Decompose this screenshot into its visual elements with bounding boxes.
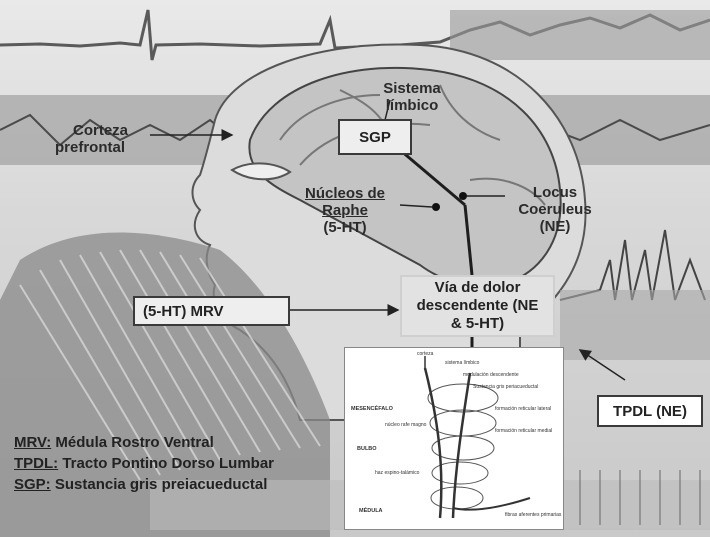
inset-label-modulacion: modulación descendente xyxy=(463,372,519,378)
legend-row-tpdl: TPDL: Tracto Pontino Dorso Lumbar xyxy=(14,453,274,474)
raphe-nucleus-dot xyxy=(432,203,440,211)
mrv-box: (5-HT) MRV xyxy=(133,296,290,326)
legend-row-sgp: SGP: Sustancia gris preiacueductal xyxy=(14,474,274,495)
inset-drawing xyxy=(345,348,563,529)
corteza-prefrontal-label: Corteza prefrontal xyxy=(55,122,155,156)
eeg-band-top xyxy=(450,10,710,60)
inset-label-bulbo: BULBO xyxy=(357,446,377,452)
abbreviation-legend: MRV: Médula Rostro Ventral TPDL: Tracto … xyxy=(14,432,274,495)
eeg-band-right xyxy=(560,290,710,360)
via-dolor-descendente-box: Vía de dolor descendente (NE & 5-HT) xyxy=(400,275,555,337)
sgp-box: SGP xyxy=(338,119,412,155)
inset-label-sustancia-gris: Sustancia gris periacueductal xyxy=(473,384,538,390)
inset-label-mesencefalo: MESENCÉFALO xyxy=(351,406,393,412)
locus-coeruleus-dot xyxy=(459,192,467,200)
inset-label-formacion-medial: formación reticular medial xyxy=(495,428,552,434)
locus-coeruleus-label: Locus Coeruleus (NE) xyxy=(500,184,610,235)
inset-label-sistema-limbico: sistema límbico xyxy=(445,360,479,366)
inset-label-haz-espino: haz espino-talámico xyxy=(375,470,419,476)
inset-label-formacion-lateral: formación reticular lateral xyxy=(495,406,551,412)
inset-label-medula: MÉDULA xyxy=(359,508,383,514)
tpdl-box: TPDL (NE) xyxy=(597,395,703,427)
inset-label-fibras: fibras aferentes primarias xyxy=(505,512,561,518)
inset-label-nucleo-rafe: núcleo rafe magno xyxy=(385,422,426,428)
nucleos-de-raphe-label: Núcleos de Raphe (5-HT) xyxy=(290,185,400,236)
inset-label-corteza: corteza xyxy=(417,351,433,357)
sistema-limbico-label: Sistema límbico xyxy=(372,80,452,114)
legend-row-mrv: MRV: Médula Rostro Ventral xyxy=(14,432,274,453)
inset-pathway-diagram: corteza sistema límbico modulación desce… xyxy=(344,347,564,530)
